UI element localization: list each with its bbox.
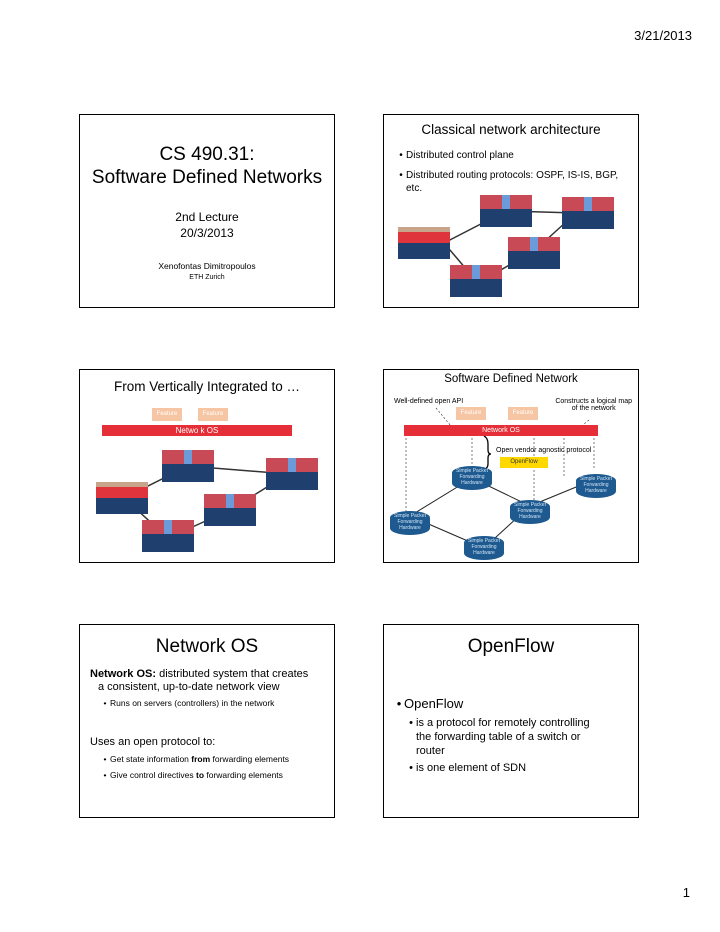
openflow-box: OpenFlow xyxy=(500,457,548,468)
router-box xyxy=(508,237,560,269)
feature-box: Feature xyxy=(508,407,538,420)
slide-title: Network OS xyxy=(155,636,259,657)
main-bullet: •OpenFlow xyxy=(396,696,464,711)
slide-software-defined-network: Software Defined Network Well-defined op… xyxy=(383,369,639,563)
vertically-integrated-diagram xyxy=(96,450,318,552)
router-box xyxy=(162,450,214,482)
router-box xyxy=(142,520,194,552)
slide-title: CS 490.31: Software Defined Networks 2nd… xyxy=(79,114,335,308)
router-box xyxy=(450,265,502,297)
feature-box: Feature xyxy=(198,408,228,421)
sub-bullet: •Get state information from forwarding e… xyxy=(103,754,290,764)
course-title: CS 490.31: xyxy=(159,144,255,165)
slide-title: OpenFlow xyxy=(467,636,555,657)
sub-bullet: •Runs on servers (controllers) in the ne… xyxy=(103,698,275,708)
network-os-bar: Network OS xyxy=(404,425,598,436)
router-box xyxy=(266,458,318,490)
network-os-definition-cont: a consistent, up-to-date network view xyxy=(98,681,280,693)
page-number: 1 xyxy=(682,885,690,900)
open-protocol-intro: Uses an open protocol to: xyxy=(90,736,216,748)
slide-vertically-integrated: From Vertically Integrated to … Feature … xyxy=(79,369,335,563)
protocol-label: Open vendor agnostic protocol xyxy=(496,447,592,454)
router-box xyxy=(204,494,256,526)
course-subtitle: Software Defined Networks xyxy=(91,167,323,188)
sub-bullet: •Give control directives to forwarding e… xyxy=(103,770,283,780)
router-box xyxy=(480,195,532,227)
header-date: 3/21/2013 xyxy=(634,28,692,43)
map-label: Constructs a logical map of the network xyxy=(555,398,632,412)
slide-title: Classical network architecture xyxy=(421,122,601,137)
slide-classical-architecture: Classical network architecture •Distribu… xyxy=(383,114,639,308)
api-label: Well-defined open API xyxy=(394,398,464,405)
router-box xyxy=(562,197,614,229)
lecture-date: 20/3/2013 xyxy=(180,226,234,240)
slide-title: Software Defined Network xyxy=(444,373,578,385)
slide-title: From Vertically Integrated to … xyxy=(113,379,301,394)
network-os-bar: Netwo k OS xyxy=(102,425,292,436)
feature-box: Feature xyxy=(152,408,182,421)
lecture-number: 2nd Lecture xyxy=(175,210,239,224)
author-affiliation: ETH Zurich xyxy=(189,274,225,281)
slide-openflow: OpenFlow •OpenFlow •is a protocol for re… xyxy=(383,624,639,818)
classical-network-diagram xyxy=(398,195,614,297)
slide-network-os: Network OS Network OS: distributed syste… xyxy=(79,624,335,818)
feature-box: Feature xyxy=(456,407,486,420)
network-os-definition: Network OS: distributed system that crea… xyxy=(90,668,309,680)
sub-bullet: •is one element of SDN xyxy=(409,762,527,774)
router-box xyxy=(96,482,148,514)
author-name: Xenofontas Dimitropoulos xyxy=(158,261,256,271)
router-box xyxy=(398,227,450,259)
bullet-item: •Distributed control plane xyxy=(399,150,514,161)
bullet-item: •Distributed routing protocols: OSPF, IS… xyxy=(399,170,619,194)
